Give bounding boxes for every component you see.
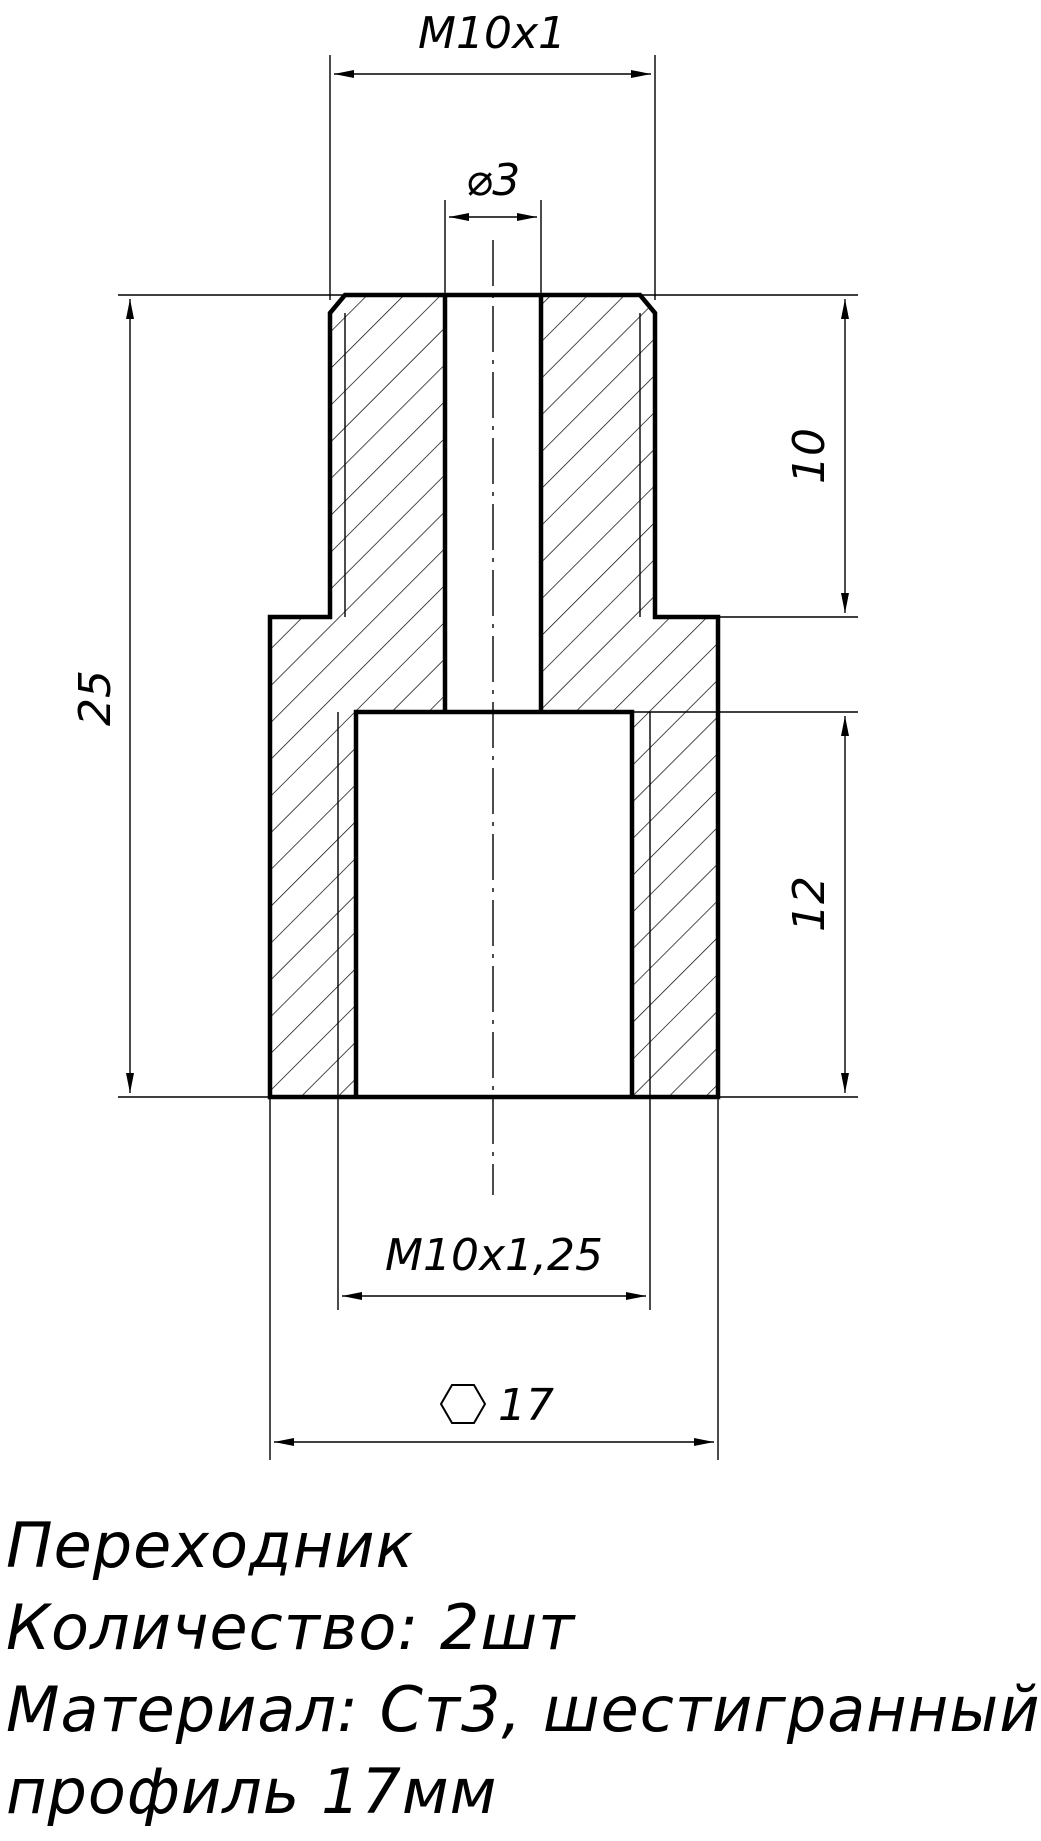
dim-overall-length-label: 25 <box>70 670 121 726</box>
cavity-outline <box>353 709 635 1097</box>
quantity-note: Количество: 2шт <box>6 1591 576 1664</box>
dim-hex-label: 17 <box>498 1380 554 1431</box>
dim-bottom-thread-label: M10x1,25 <box>385 1230 603 1281</box>
technical-drawing: M10x1 ⌀3 25 10 12 M10x1,25 17 <box>70 8 858 1460</box>
dim-bottom-length-label: 12 <box>784 876 835 932</box>
section-hatch <box>270 295 718 1097</box>
drawing-notes: Переходник Количество: 2шт Материал: Ст3… <box>6 1505 1041 1833</box>
part-name: Переходник <box>6 1509 415 1582</box>
dim-bore-label: ⌀3 <box>466 155 520 206</box>
profile-note: профиль 17мм <box>6 1755 498 1828</box>
dim-top-length-label: 10 <box>784 428 835 484</box>
material-note: Материал: Ст3, шестигранный <box>6 1673 1041 1746</box>
hexagon-icon <box>439 1384 487 1424</box>
dim-top-thread-label: M10x1 <box>418 8 566 59</box>
